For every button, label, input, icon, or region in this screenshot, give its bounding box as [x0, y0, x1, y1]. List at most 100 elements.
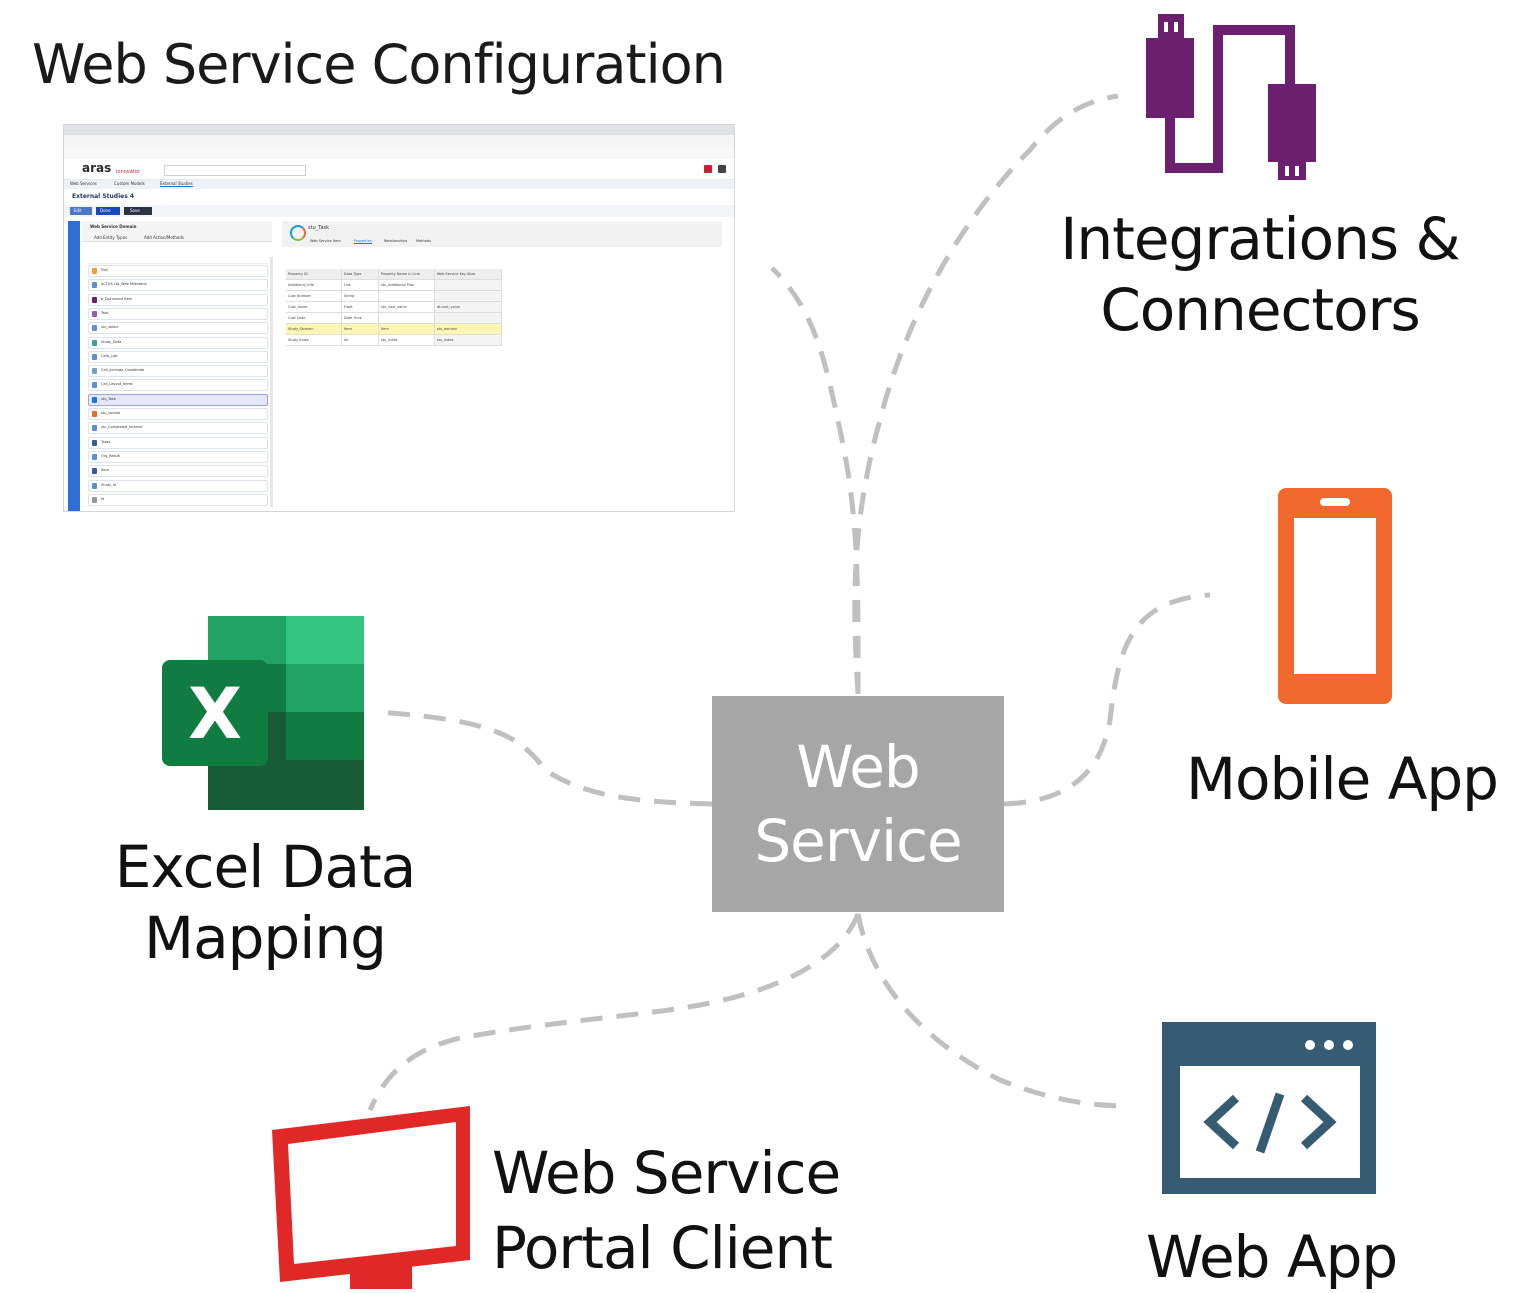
tree-item-icon	[92, 325, 97, 332]
tree-item-label: Study_Id	[101, 482, 117, 487]
grid-cell: Cost_Value	[286, 302, 342, 313]
grid-cell: String	[341, 291, 379, 302]
tree-item-icon	[92, 411, 97, 417]
grid-cell: Cost Number	[286, 291, 342, 302]
tree-item-icon	[92, 296, 97, 303]
detail-tab-properties[interactable]: Properties	[354, 239, 372, 244]
grid-cell: stu_index	[434, 335, 502, 346]
mobile-app-label: Mobile App	[1186, 745, 1499, 813]
tree-item[interactable]: Study_Data	[88, 336, 268, 349]
detail-tab-item[interactable]: Web Service Item	[310, 239, 341, 243]
excel-label: Excel Data Mapping	[100, 832, 430, 974]
grid-cell: stu_cost_value	[378, 302, 435, 313]
tree-item[interactable]: Id	[88, 493, 268, 506]
tree-item-label: stu_Task	[101, 396, 116, 401]
integrations-label: Integrations & Connectors	[1060, 204, 1460, 346]
grid-cell: Study_Domain	[286, 324, 342, 335]
grid-cell	[434, 291, 502, 302]
tree-item-label: stu_Completed_Internal	[101, 425, 143, 430]
tab-custom-models[interactable]: Custom Models	[114, 181, 145, 186]
excel-label-line1: Excel Data	[114, 833, 417, 901]
detail-tab-methods[interactable]: Methods	[416, 239, 431, 243]
tree-item-label: Task	[101, 310, 109, 315]
tree-item-label: Cells_Lab	[101, 353, 118, 358]
connector-excel	[377, 709, 713, 807]
tree-item[interactable]: stu_Completed_Internal	[88, 422, 268, 435]
tree-item-icon	[92, 425, 97, 432]
grid-cell: Study Index	[286, 335, 342, 346]
grid-header-cell: Property ID	[286, 269, 342, 280]
toolbar-save[interactable]: Save	[130, 208, 140, 213]
connector-integrations	[852, 93, 1119, 695]
web-service-box: Web Service	[712, 696, 1004, 912]
tree-item-label: Cell_Layout_Items	[101, 382, 133, 387]
tree-item-label: Id	[101, 496, 105, 501]
tree-item[interactable]: stu_Task	[88, 393, 268, 406]
toolbar-edit[interactable]: Edit	[74, 208, 82, 213]
tree-item-icon	[92, 439, 97, 446]
web-service-line2: Service	[754, 807, 962, 875]
tree-item[interactable]: Cell_Layout_Items	[88, 379, 268, 392]
tree-item[interactable]: Org_Result	[88, 450, 268, 463]
tree-item[interactable]: ACTUS Ltd_Web Milestone	[88, 279, 268, 292]
tree-item[interactable]: stu_select	[88, 322, 268, 335]
tab-web-services[interactable]: Web Services	[70, 181, 97, 186]
tree-item[interactable]: Part	[88, 265, 268, 277]
brand-logo: aras	[82, 161, 112, 175]
tree-item-icon	[92, 382, 97, 389]
tree-item-icon	[92, 496, 97, 503]
connector-configuration	[770, 266, 861, 695]
tree-item[interactable]: stu_control	[88, 408, 268, 420]
tree-item-icon	[92, 353, 97, 360]
detail-tab-relationships[interactable]: Relationships	[384, 239, 408, 243]
grid-cell	[434, 313, 502, 324]
tree-item-icon	[92, 468, 97, 475]
tree-item[interactable]: Cells_Lab	[88, 350, 268, 363]
tree-item-label: stu_control	[101, 411, 121, 415]
grid-header-cell: Data Type	[341, 269, 379, 280]
tree-item[interactable]: Task	[88, 307, 268, 320]
tree-item[interactable]: Study_Id	[88, 479, 268, 492]
grid-cell: Float	[341, 302, 379, 313]
tree-item[interactable]: b_Document Item	[88, 293, 268, 306]
grid-header-cell: Web Service Key Alias	[434, 269, 502, 280]
grid-cell: Item	[341, 324, 379, 335]
connector-portal	[367, 913, 861, 1111]
toolbar-done[interactable]: Done	[100, 208, 111, 213]
tree-item-label: Cell_Arrange_Coordinate	[101, 368, 145, 373]
tree-tab-entities[interactable]: Add Entity Types	[94, 235, 128, 240]
excel-label-line2: Mapping	[144, 903, 387, 972]
tree-item[interactable]: Tasks	[88, 436, 268, 449]
connector-webapp	[855, 913, 1131, 1109]
integrations-label-line2: Connectors	[1100, 275, 1420, 344]
grid-cell: stu_domain	[434, 324, 502, 335]
tree-item-icon	[92, 396, 97, 403]
tree-item[interactable]: Cell_Arrange_Coordinate	[88, 365, 268, 378]
portal-label-line1: Web Service	[492, 1139, 841, 1207]
tree-item-icon	[92, 310, 97, 317]
tree-item[interactable]: Item	[88, 465, 268, 478]
grid-header-cell: Property Name in Link	[378, 269, 435, 280]
tree-tab-methods[interactable]: Add Action/Methods	[144, 235, 184, 240]
grid-cell	[378, 313, 435, 324]
configuration-screenshot: aras innovator Web Services Custom Model…	[63, 124, 735, 512]
grid-cell: Cost Date	[286, 313, 342, 324]
tree-item-label: stu_select	[101, 325, 119, 330]
detail-title: stu_Task	[308, 225, 330, 231]
grid-cell: dt.cost_value	[434, 302, 502, 313]
tree-item-icon	[92, 368, 97, 375]
tree-item-icon	[92, 482, 97, 489]
tree-item-label: Tasks	[101, 439, 111, 444]
portal-label: Web Service Portal Client	[492, 1136, 841, 1287]
grid-cell	[434, 280, 502, 291]
tab-external-studies[interactable]: External Studies	[160, 181, 193, 187]
portal-label-line2: Portal Client	[492, 1214, 833, 1283]
